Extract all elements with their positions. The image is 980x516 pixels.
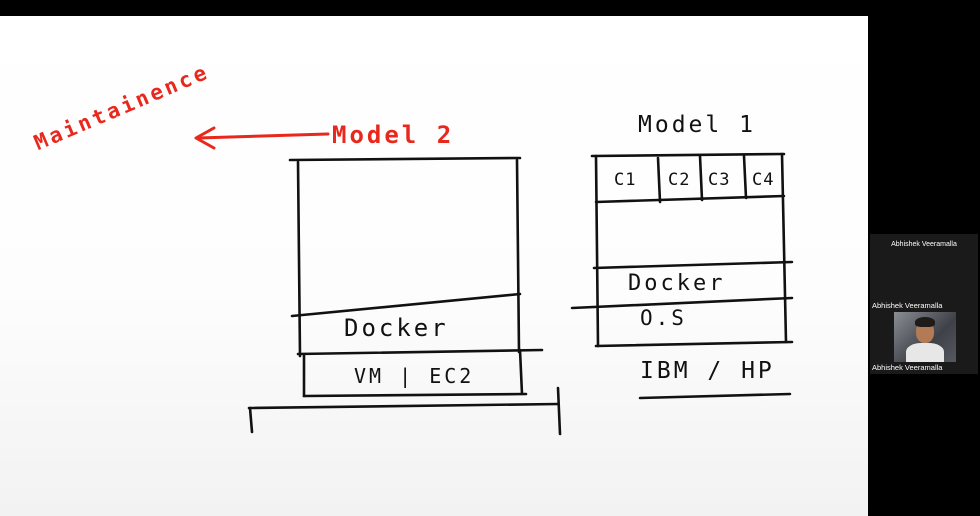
model1-container-c3: C3 bbox=[708, 170, 731, 190]
model1-os-label: O.S bbox=[640, 306, 687, 330]
model2-base-label: VM | EC2 bbox=[354, 364, 475, 388]
participant-name-footer: Abhishek Veeramalla bbox=[872, 363, 943, 372]
model1-os-bottom-line bbox=[594, 340, 794, 348]
model2-docker-divider bbox=[290, 292, 522, 318]
model2-vm-divider bbox=[296, 348, 544, 356]
participant-body-shape bbox=[906, 343, 944, 362]
model2-base-left-leg bbox=[248, 406, 254, 434]
model2-title: Model 2 bbox=[332, 121, 455, 149]
participant-panel: Abhishek Veeramalla Abhishek Veeramalla … bbox=[868, 16, 980, 516]
model2-vm-bottom-line bbox=[302, 392, 528, 398]
maintenance-arrow-line bbox=[196, 132, 330, 140]
model1-container-divider-1 bbox=[656, 156, 662, 204]
participant-video-tile[interactable]: Abhishek Veeramalla Abhishek Veeramalla … bbox=[870, 234, 978, 374]
participant-camera-feed bbox=[894, 312, 956, 362]
model1-box-left-line bbox=[594, 154, 600, 348]
model2-base-line bbox=[247, 402, 560, 410]
model1-container-divider-3 bbox=[742, 154, 748, 200]
model1-box-right-line bbox=[780, 152, 788, 344]
model1-os-divider bbox=[570, 296, 794, 310]
model1-container-c4: C4 bbox=[752, 170, 775, 190]
model2-vm-right-line bbox=[518, 348, 524, 396]
whiteboard-canvas[interactable]: Maintainence Model 2 Docker VM | EC2 Mod… bbox=[0, 16, 868, 516]
whiteboard-drawing bbox=[194, 126, 794, 436]
model1-container-divider-2 bbox=[698, 154, 704, 202]
model2-docker-label: Docker bbox=[344, 314, 449, 342]
model1-box-top-line bbox=[590, 152, 786, 158]
model1-hardware-label: IBM / HP bbox=[640, 358, 775, 384]
model2-box-top-line bbox=[288, 156, 522, 162]
model2-box-right-line bbox=[515, 158, 521, 354]
model1-container-row-bottom bbox=[594, 194, 786, 204]
model1-docker-label: Docker bbox=[628, 271, 726, 296]
participant-hair-shape bbox=[915, 317, 935, 327]
model2-box-left-line bbox=[296, 160, 302, 358]
model1-docker-divider bbox=[592, 260, 794, 270]
top-black-bar bbox=[0, 0, 980, 16]
model1-hardware-underline bbox=[638, 392, 792, 400]
participant-name-header: Abhishek Veeramalla bbox=[891, 241, 957, 248]
model1-container-c2: C2 bbox=[668, 170, 691, 190]
maintenance-arrow-head bbox=[194, 126, 216, 150]
model1-container-c1: C1 bbox=[614, 170, 637, 190]
participant-name-label: Abhishek Veeramalla bbox=[872, 301, 943, 310]
model1-title: Model 1 bbox=[638, 112, 756, 138]
model2-base-right-leg bbox=[556, 386, 562, 436]
